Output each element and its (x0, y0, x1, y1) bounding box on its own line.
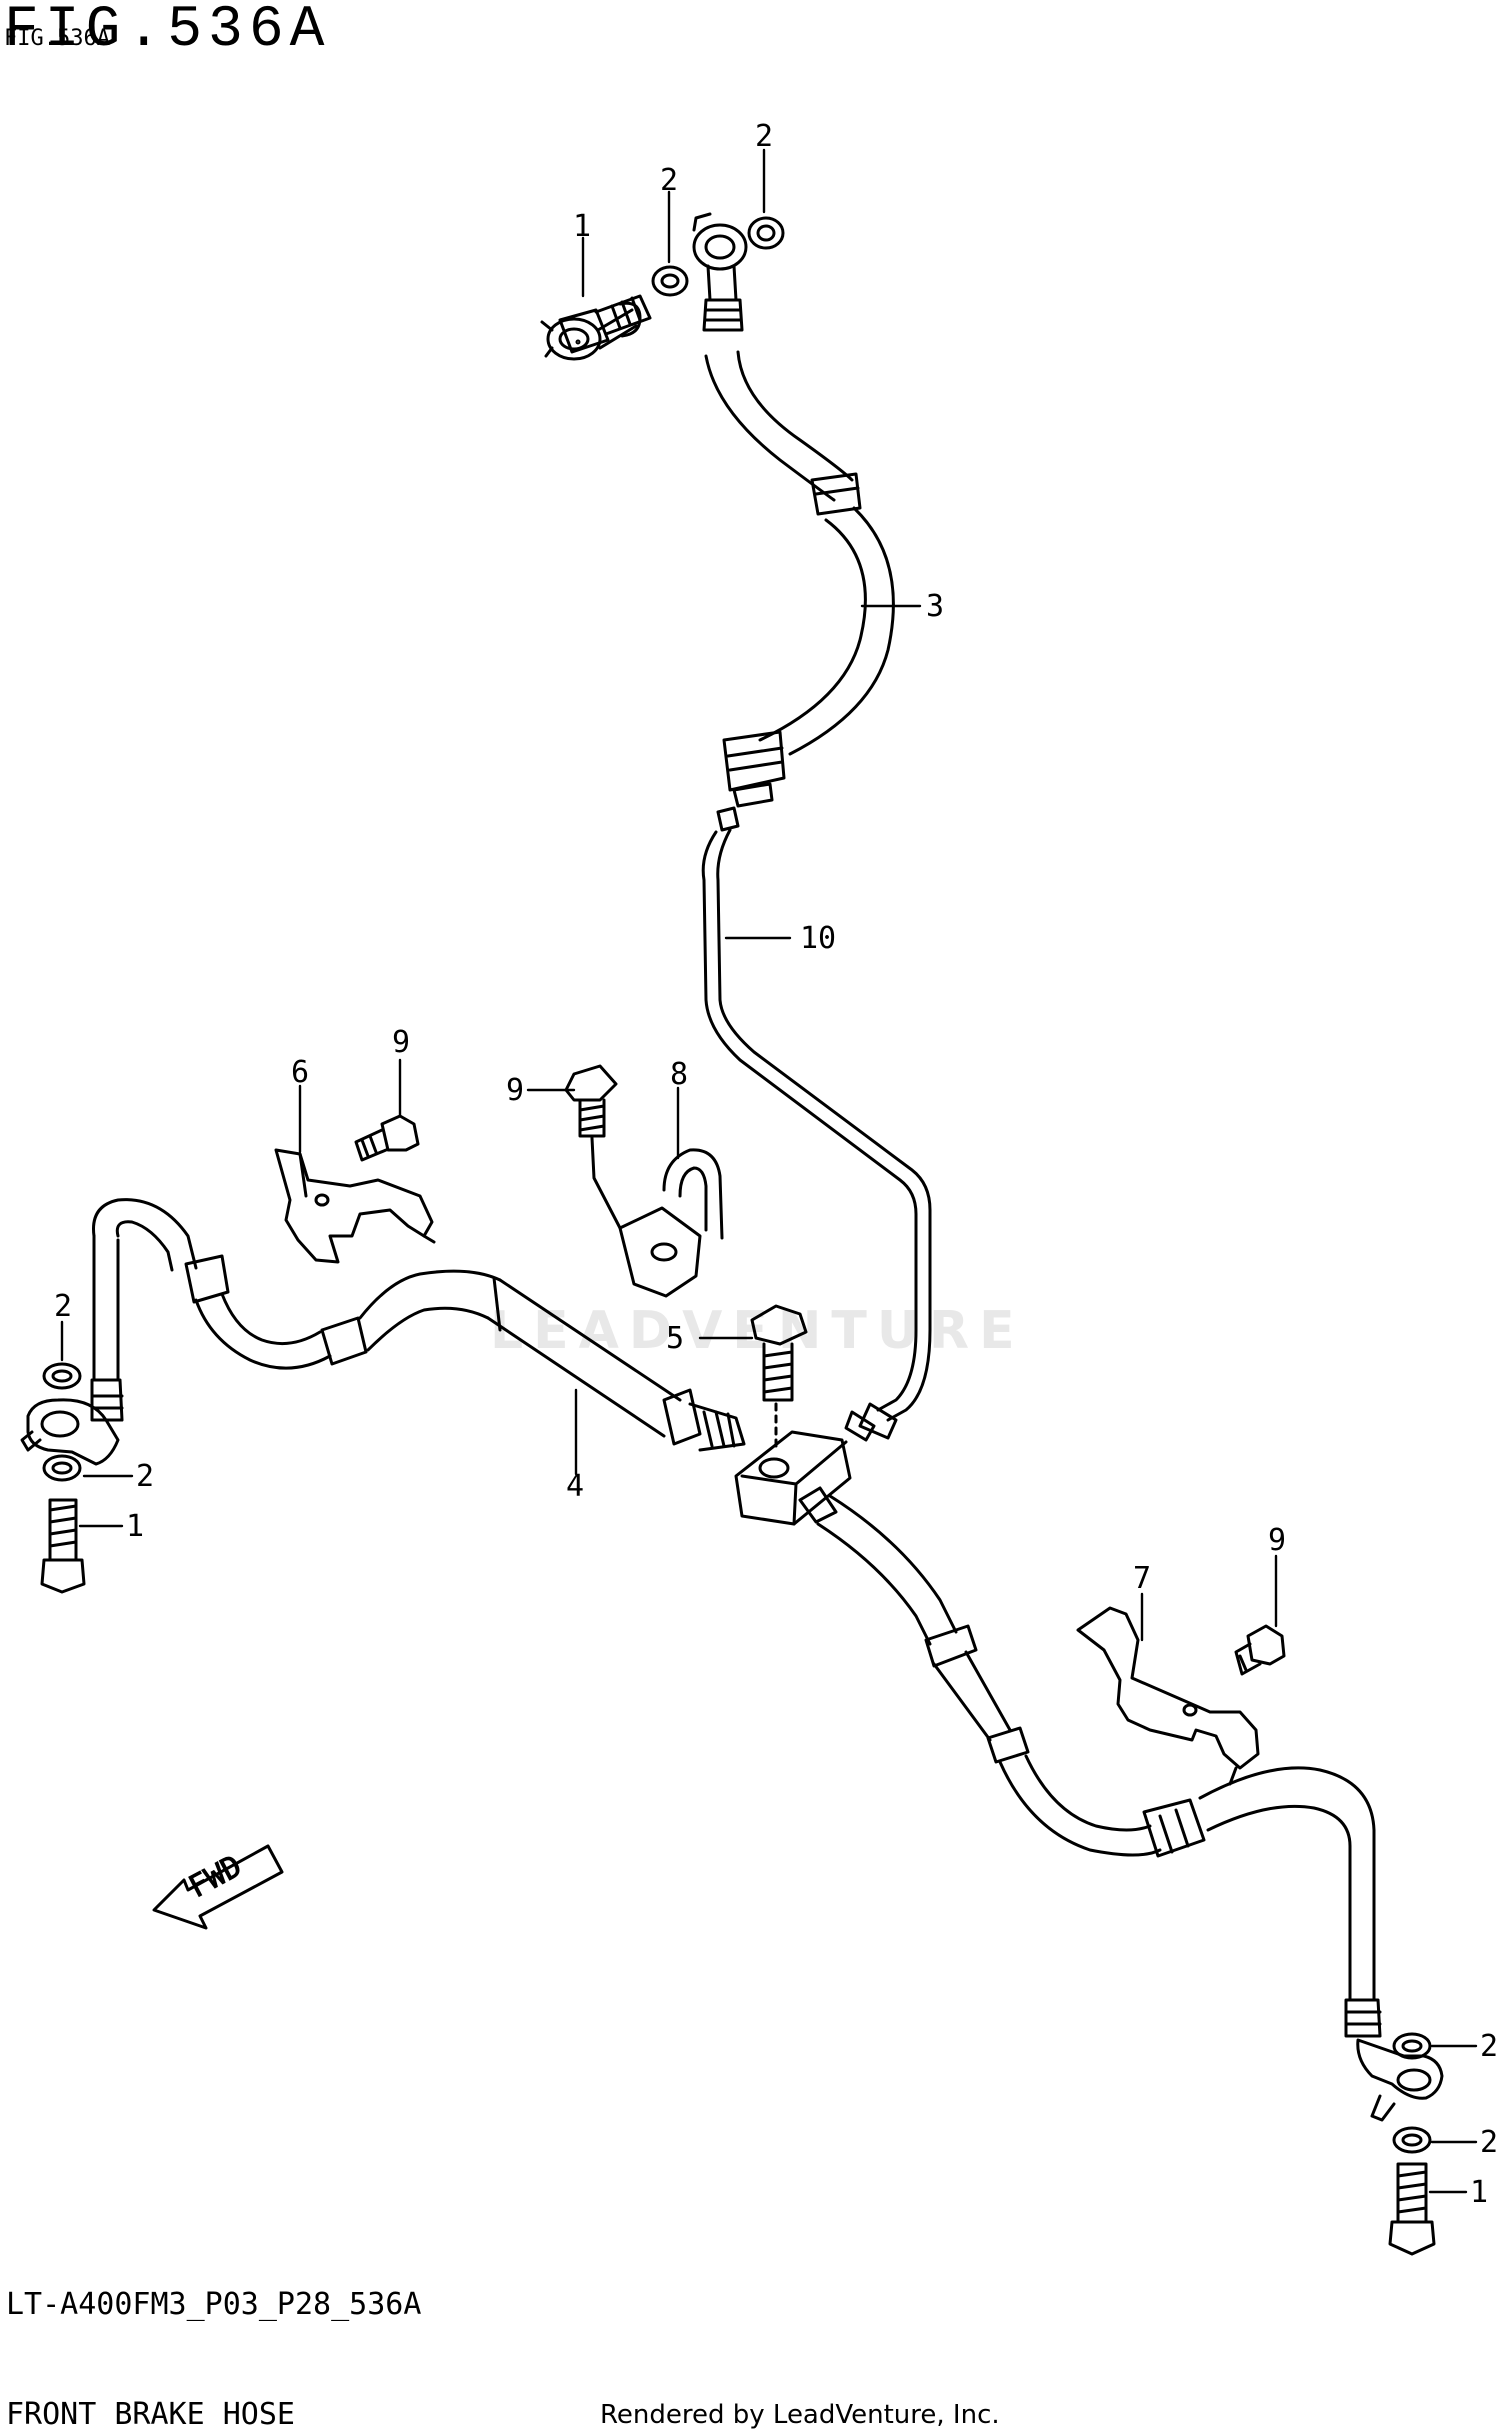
callout-5: 5 (666, 1321, 684, 1356)
upper-washer-right (747, 216, 785, 250)
callout-9-right: 9 (1268, 1523, 1286, 1558)
left-banjo-fitting (20, 1398, 120, 1466)
callout-8: 8 (670, 1057, 688, 1092)
left-washer-top (42, 1362, 82, 1390)
bolt-5 (750, 1304, 808, 1452)
callout-2-upper-right: 2 (755, 119, 773, 154)
figure-title: FIG.536A (4, 0, 331, 63)
figure-name: FRONT BRAKE HOSE (6, 2397, 295, 2432)
upper-bolt-1 (558, 294, 652, 354)
bolt-9-left (354, 1114, 420, 1162)
callout-2-left-top: 2 (54, 1289, 72, 1324)
upper-washer-left (651, 265, 689, 297)
upper-banjo-fitting (692, 212, 748, 332)
bracket-6 (274, 1148, 436, 1264)
bolt-9-right (1234, 1624, 1286, 1676)
callout-9-left: 9 (392, 1025, 410, 1060)
callout-9-clamp: 9 (506, 1073, 524, 1108)
callout-1-upper: 1 (573, 209, 591, 244)
clamp-8 (590, 1136, 724, 1298)
leader-lines (60, 148, 1478, 2194)
callout-1-left: 1 (126, 1509, 144, 1544)
right-hose (798, 1486, 1382, 2038)
right-bolt-1 (1388, 2162, 1436, 2256)
callout-2-right-bottom: 2 (1480, 2125, 1498, 2160)
left-washer-bottom (42, 1454, 82, 1482)
fwd-arrow-icon (152, 1844, 284, 1930)
right-washer-top (1392, 2032, 1432, 2060)
bracket-7 (1076, 1606, 1260, 1786)
figure-title-overlay: FIG.536A (4, 26, 110, 51)
callout-7: 7 (1133, 1561, 1151, 1596)
three-way-joint (734, 1430, 852, 1526)
right-washer-bottom (1392, 2126, 1432, 2154)
callout-2-left-bottom: 2 (136, 1459, 154, 1494)
left-bolt-1 (40, 1498, 86, 1594)
callout-3: 3 (926, 589, 944, 624)
upper-hose-3 (704, 350, 895, 808)
callout-6: 6 (291, 1055, 309, 1090)
callout-4: 4 (566, 1469, 584, 1504)
right-banjo-fitting (1356, 2038, 1444, 2122)
bolt-9-clamp (564, 1064, 618, 1138)
callout-2-upper-left: 2 (660, 163, 678, 198)
rendered-by: Rendered by LeadVenture, Inc. (600, 2400, 1000, 2430)
model-code: LT-A400FM3_P03_P28_536A (6, 2287, 422, 2322)
callout-1-right: 1 (1470, 2175, 1488, 2210)
left-hose (90, 1198, 746, 1452)
callout-2-right-top: 2 (1480, 2029, 1498, 2064)
metal-pipe-10 (701, 806, 932, 1442)
callout-10: 10 (800, 921, 836, 956)
